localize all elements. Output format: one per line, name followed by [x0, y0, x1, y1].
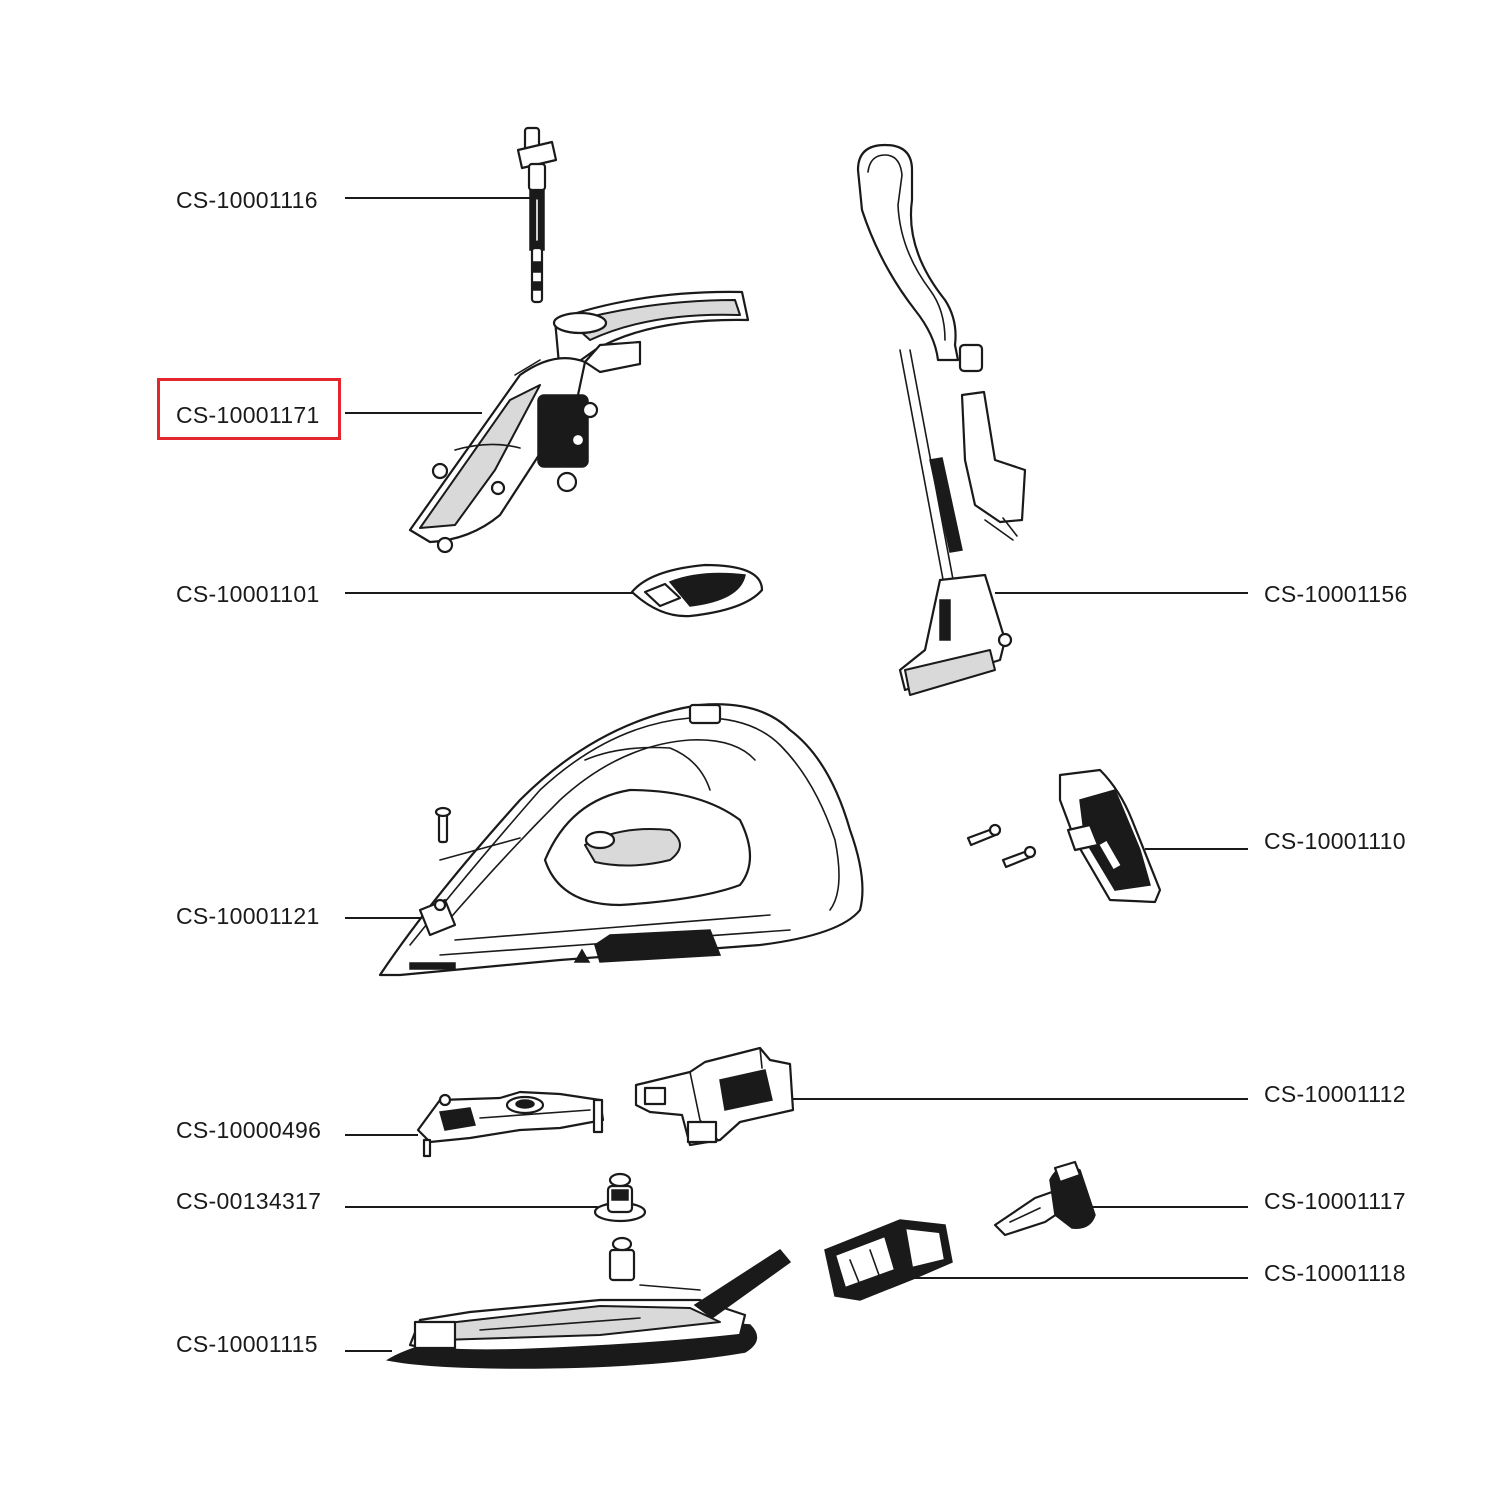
label-cs-10001116[interactable]: CS-10001116	[176, 187, 318, 213]
leader-lines	[345, 197, 1248, 1352]
part-anti-scale-valve	[593, 1172, 647, 1223]
label-cs-00134317[interactable]: CS-00134317	[176, 1188, 322, 1214]
label-cs-10001171[interactable]: CS-10001171	[176, 402, 320, 428]
part-valve-rod	[516, 126, 558, 304]
part-soleplate	[385, 1236, 792, 1369]
part-power-cord	[856, 143, 1027, 696]
label-cs-10001118[interactable]: CS-10001118	[1264, 1260, 1406, 1286]
label-cs-10000496[interactable]: CS-10000496	[176, 1117, 322, 1143]
part-heel-rest-bracket	[634, 1046, 795, 1147]
label-cs-10001117[interactable]: CS-10001117	[1264, 1188, 1406, 1214]
highlight-box	[157, 378, 341, 440]
part-thermostat-board	[416, 1090, 605, 1158]
label-cs-10001101[interactable]: CS-10001101	[176, 581, 320, 607]
label-cs-10001110[interactable]: CS-10001110	[1264, 828, 1406, 854]
part-cord-clamp-cover	[966, 768, 1162, 904]
label-cs-10001115[interactable]: CS-10001115	[176, 1331, 318, 1357]
part-steam-valve-pin	[993, 1160, 1096, 1237]
part-rear-cover-cap	[630, 563, 764, 618]
label-cs-10001112[interactable]: CS-10001112	[1264, 1081, 1406, 1107]
label-cs-10001156[interactable]: CS-10001156	[1264, 581, 1408, 607]
part-iron-body-housing	[378, 703, 864, 977]
part-handle-assembly	[408, 290, 750, 554]
part-connector-block	[824, 1219, 953, 1301]
label-cs-10001121[interactable]: CS-10001121	[176, 903, 320, 929]
